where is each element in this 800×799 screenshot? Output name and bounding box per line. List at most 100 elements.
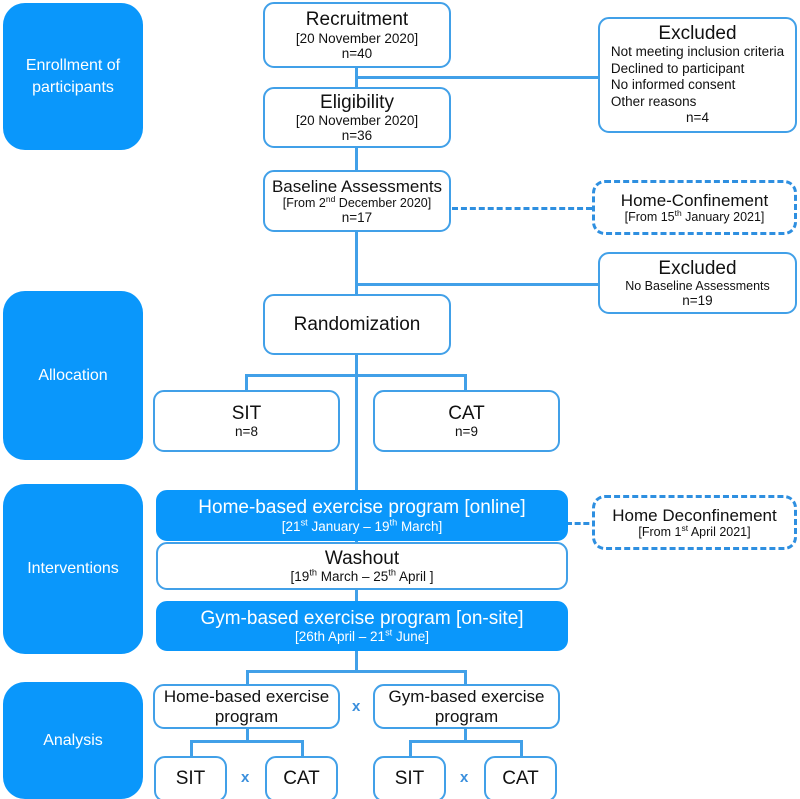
home-deconfinement-date-sup: st	[681, 522, 689, 533]
node-home-deconfinement-date: [From 1st April 2021]	[638, 522, 751, 540]
connector-washout-to-gym	[355, 590, 358, 602]
node-analysis-home-arm-line1: Home-based exercise	[163, 687, 330, 707]
gym-program-d1-pre: [26th April – 21	[295, 629, 386, 645]
node-allocation-cat-count: n=9	[455, 424, 478, 440]
stage-label-analysis: Analysis	[3, 682, 143, 799]
node-home-deconfinement[interactable]: Home Deconfinement [From 1st April 2021]	[592, 495, 797, 550]
node-gym-based-program-title: Gym-based exercise program [on-site]	[200, 607, 524, 629]
connector-home-arm-to-sit	[190, 740, 193, 756]
node-allocation-sit[interactable]: SIT n=8	[153, 390, 340, 452]
stage-label-allocation: Allocation	[3, 291, 143, 460]
node-gym-based-program[interactable]: Gym-based exercise program [on-site] [26…	[156, 601, 568, 651]
node-analysis-leaf-home-sit-label: SIT	[175, 768, 206, 790]
baseline-date-pre: [From 2	[282, 195, 326, 210]
node-randomization[interactable]: Randomization	[263, 294, 451, 355]
node-analysis-leaf-gym-cat-label: CAT	[502, 768, 539, 790]
connector-gym-arm-to-cat	[520, 740, 523, 756]
connector-gym-to-analysis	[355, 650, 358, 673]
node-allocation-cat[interactable]: CAT n=9	[373, 390, 560, 452]
cross-operator-arms: x	[352, 698, 361, 715]
node-eligibility-count: n=36	[341, 128, 373, 144]
node-analysis-leaf-gym-sit[interactable]: SIT	[373, 756, 446, 799]
baseline-date-post: December 2020]	[335, 195, 432, 210]
node-washout[interactable]: Washout [19th March – 25th April ]	[156, 542, 568, 590]
node-gym-based-program-dates: [26th April – 21st June]	[295, 627, 429, 645]
home-program-d2-post: March]	[397, 518, 443, 534]
connector-home-program-deconfinement	[566, 522, 598, 525]
node-analysis-leaf-gym-cat[interactable]: CAT	[484, 756, 557, 799]
connector-home-arm-to-cat	[301, 740, 304, 756]
connector-split-to-sit	[245, 374, 248, 392]
home-program-d1-sup: st	[300, 517, 308, 528]
node-analysis-home-arm[interactable]: Home-based exercise program	[153, 684, 340, 729]
home-program-d1-post: January – 19	[307, 518, 390, 534]
node-allocation-cat-title: CAT	[448, 402, 485, 424]
excluded-reason-item: Other reasons	[610, 93, 697, 109]
connector-gym-arm-down	[464, 729, 467, 741]
stage-label-allocation-text: Allocation	[38, 366, 108, 384]
node-allocation-sit-title: SIT	[231, 402, 262, 424]
stage-label-enrollment: Enrollment of participants	[3, 3, 143, 150]
washout-d1-sup: th	[309, 567, 317, 578]
home-program-d2-sup: th	[389, 517, 398, 528]
baseline-date-sup: nd	[325, 193, 336, 204]
connector-gym-arm-split	[409, 740, 523, 743]
stage-label-analysis-text: Analysis	[43, 731, 103, 749]
connector-randomization-down	[355, 354, 358, 376]
node-baseline-title: Baseline Assessments	[271, 176, 443, 196]
washout-d2-sup: th	[388, 567, 396, 578]
node-excluded-no-baseline-title: Excluded	[658, 257, 737, 279]
home-deconfinement-date-pre: [From 1	[638, 525, 682, 540]
node-analysis-leaf-home-cat-label: CAT	[283, 768, 320, 790]
cross-operator-gym-leaves: x	[460, 769, 469, 786]
connector-home-arm-down	[246, 729, 249, 741]
washout-d1-post: March – 25	[316, 569, 389, 585]
excluded-reason-item: Not meeting inclusion criteria	[610, 44, 785, 60]
connector-home-arm-split	[190, 740, 304, 743]
node-home-confinement-date: [From 15th January 2021]	[625, 207, 765, 225]
stage-label-interventions: Interventions	[3, 484, 143, 654]
node-analysis-leaf-gym-sit-label: SIT	[394, 768, 425, 790]
node-home-confinement-title: Home-Confinement	[620, 190, 769, 210]
node-excluded-screening-count: n=4	[686, 110, 709, 126]
gym-program-d1-post: June]	[392, 629, 429, 645]
node-baseline-assessments[interactable]: Baseline Assessments [From 2nd December …	[263, 170, 451, 232]
node-analysis-gym-arm[interactable]: Gym-based exercise program	[373, 684, 560, 729]
node-baseline-date: [From 2nd December 2020]	[282, 193, 432, 210]
node-analysis-home-arm-line2: program	[214, 706, 279, 726]
excluded-reason-item: Declined to participant	[610, 60, 745, 76]
connector-to-excluded-1	[355, 76, 598, 79]
connector-eligibility-baseline	[355, 146, 358, 170]
node-recruitment-count: n=40	[341, 45, 373, 61]
connector-gym-arm-to-sit	[409, 740, 412, 756]
connector-analysis-to-home-arm	[246, 670, 249, 684]
node-eligibility[interactable]: Eligibility [20 November 2020] n=36	[263, 87, 451, 148]
node-excluded-no-baseline[interactable]: Excluded No Baseline Assessments n=19	[598, 252, 797, 314]
node-home-confinement[interactable]: Home-Confinement [From 15th January 2021…	[592, 180, 797, 235]
node-eligibility-title: Eligibility	[320, 91, 394, 113]
node-excluded-no-baseline-count: n=19	[682, 293, 713, 309]
node-washout-title: Washout	[324, 547, 400, 569]
node-baseline-count: n=17	[341, 209, 373, 225]
node-randomization-title: Randomization	[293, 313, 421, 335]
washout-d1-pre: [19	[290, 569, 310, 585]
home-confinement-date-sup: th	[674, 207, 682, 218]
node-recruitment-title: Recruitment	[305, 9, 409, 31]
washout-d2-post: April ]	[395, 569, 434, 585]
node-eligibility-date: [20 November 2020]	[295, 113, 419, 129]
node-analysis-leaf-home-sit[interactable]: SIT	[154, 756, 227, 799]
home-program-d1-pre: [21	[281, 518, 301, 534]
node-excluded-screening[interactable]: Excluded Not meeting inclusion criteria …	[598, 17, 797, 133]
home-deconfinement-date-post: April 2021]	[688, 525, 751, 540]
node-analysis-leaf-home-cat[interactable]: CAT	[265, 756, 338, 799]
node-home-based-program[interactable]: Home-based exercise program [online] [21…	[156, 490, 568, 541]
node-analysis-gym-arm-line2: program	[434, 706, 499, 726]
node-excluded-no-baseline-reason: No Baseline Assessments	[625, 279, 770, 294]
home-confinement-date-post: January 2021]	[681, 210, 765, 225]
node-home-based-program-title: Home-based exercise program [online]	[198, 497, 526, 519]
node-recruitment[interactable]: Recruitment [20 November 2020] n=40	[263, 2, 451, 68]
stage-label-interventions-text: Interventions	[27, 560, 119, 578]
gym-program-d1-sup: st	[385, 627, 393, 638]
connector-baseline-home-confinement	[452, 207, 592, 210]
